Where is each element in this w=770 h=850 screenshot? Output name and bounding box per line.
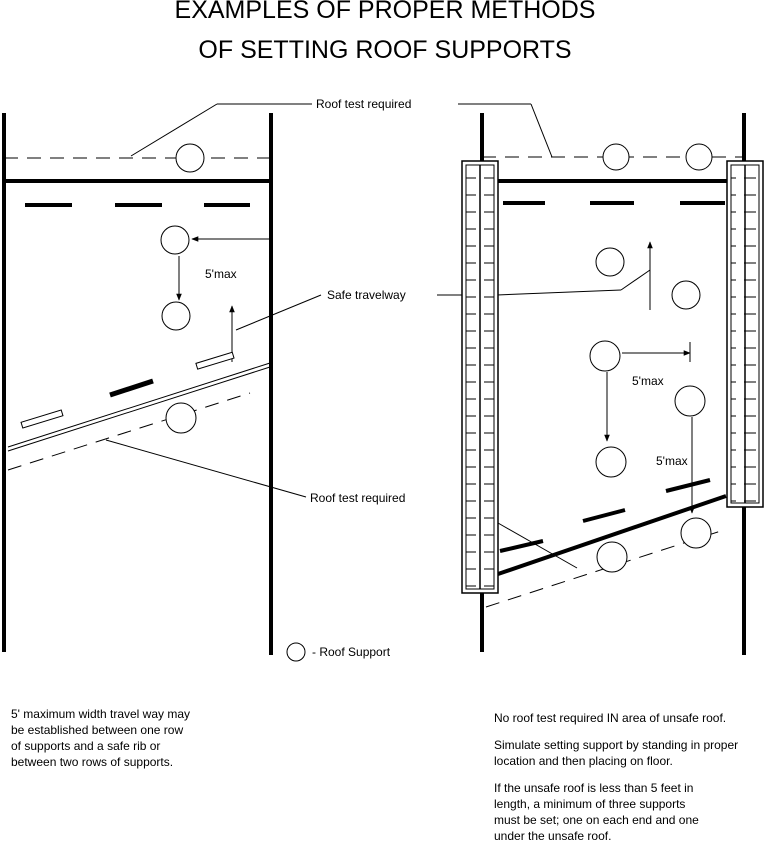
support-row-dash (665, 478, 711, 493)
callout-leader (497, 522, 578, 569)
angled-support-bar (20, 409, 64, 429)
angled-support-bar (195, 351, 235, 370)
roof-support (589, 340, 621, 372)
note-line: under the unsafe roof. (494, 829, 612, 843)
roof-support (674, 385, 706, 417)
unsupported-roof-edge (7, 362, 271, 448)
note-line: 5' maximum width travel way may (11, 707, 191, 721)
callout-safe-travelway: Safe travelway (327, 288, 406, 302)
right-entry-diagram: 5'max 5'max (461, 113, 764, 655)
callout-leader (496, 289, 622, 296)
note-line: If the unsafe roof is less than 5 feet i… (494, 781, 694, 795)
title-line-2: OF SETTING ROOF SUPPORTS (198, 36, 572, 64)
note-line: location and then placing on floor. (494, 754, 673, 768)
roof-support (595, 446, 627, 478)
roof-support (161, 301, 191, 331)
note-line: length, a minimum of three supports (494, 797, 686, 811)
roof-support (680, 517, 712, 549)
unsafe-roof-edge (497, 494, 727, 576)
angled-support-bar (109, 378, 154, 398)
roof-support (596, 541, 628, 573)
callout-leader (235, 294, 322, 331)
dimension-label: 5'max (632, 374, 664, 388)
callout-leader (130, 103, 218, 157)
legend-label: - Roof Support (312, 645, 391, 659)
roof-support (685, 143, 713, 171)
left-note: 5' maximum width travel way may be estab… (11, 706, 231, 770)
legend: - Roof Support (286, 642, 391, 662)
note-paragraph: No roof test required IN area of unsafe … (494, 711, 727, 725)
dimension-label: 5'max (656, 454, 688, 468)
callout-leader (105, 439, 307, 498)
legend-roof-support-icon (286, 642, 306, 662)
note-line: of supports and a safe rib or (11, 739, 161, 753)
roof-support (160, 225, 190, 255)
roof-support (175, 143, 205, 173)
note-line: must be set; one on each end and one (494, 813, 699, 827)
roof-support (671, 280, 701, 310)
roof-support (602, 143, 630, 171)
note-line: Simulate setting support by standing in … (494, 738, 739, 752)
left-entry-diagram: 5'max Roof test required Safe travelway … (2, 97, 411, 655)
callout-leader (530, 103, 553, 158)
roof-support (165, 402, 197, 434)
note-line: between two rows of supports. (11, 755, 174, 769)
dimension-label: 5'max (205, 267, 237, 281)
support-row-dash (499, 539, 544, 553)
callout-leader (620, 269, 651, 291)
note-line: be established between one row (11, 723, 184, 737)
roof-test-line-bottom (7, 392, 251, 471)
roof-support (595, 247, 625, 277)
title-line-1: EXAMPLES OF PROPER METHODS (174, 0, 596, 24)
callout-roof-test-bottom: Roof test required (310, 491, 405, 505)
callout-roof-test-top: Roof test required (316, 97, 411, 111)
right-note: No roof test required IN area of unsafe … (494, 710, 764, 844)
unsupported-roof-edge (7, 366, 271, 452)
support-row-dash (582, 508, 626, 523)
